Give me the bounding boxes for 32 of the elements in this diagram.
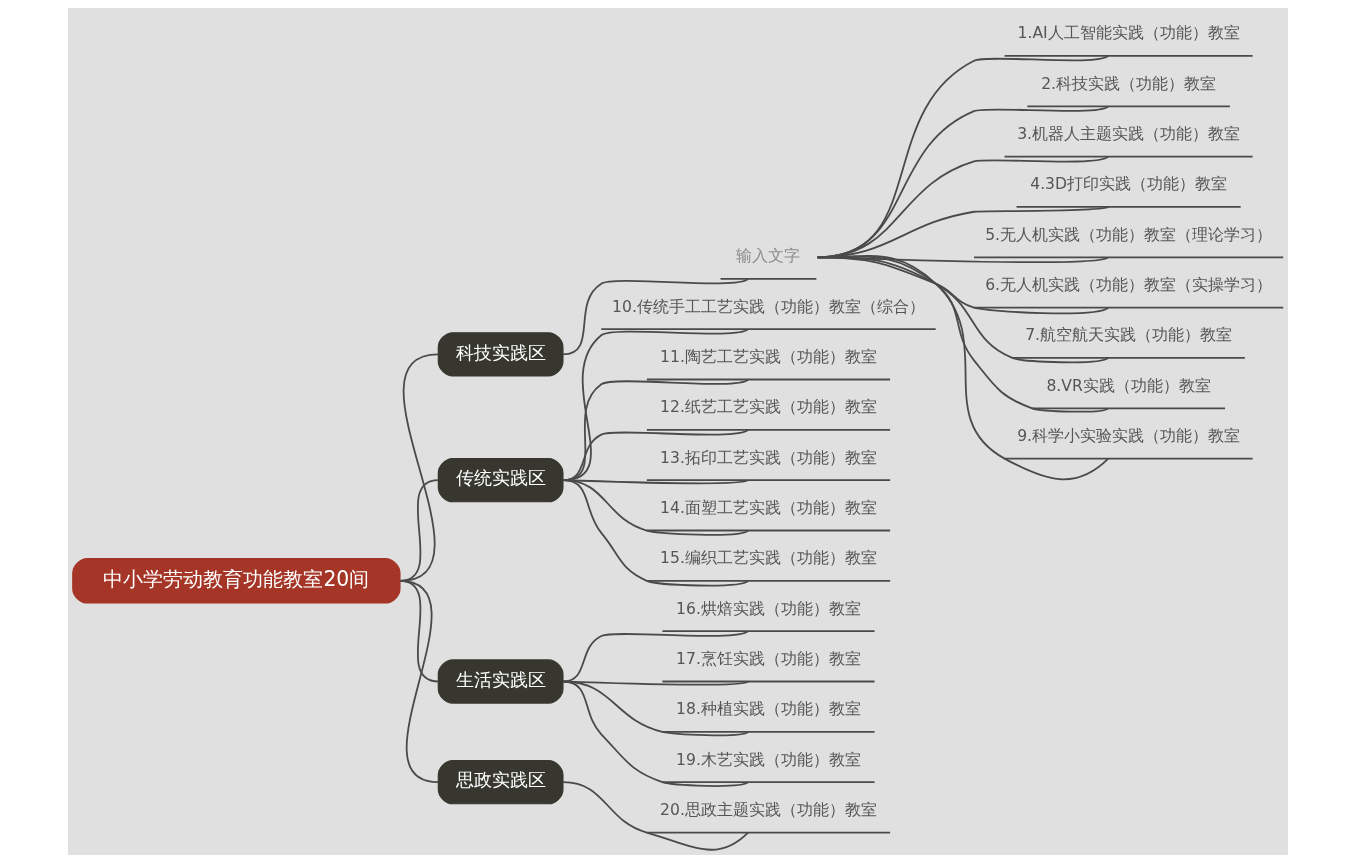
connector xyxy=(561,781,749,851)
node-text: 输入文字 xyxy=(735,247,800,266)
node-text: 7.航空航天实践（功能）教室 xyxy=(1024,326,1232,345)
node-text: 15.编织工艺实践（功能）教室 xyxy=(659,549,877,568)
connector xyxy=(561,630,749,683)
connector xyxy=(561,479,749,587)
connector xyxy=(561,680,749,787)
node-text: 10.传统手工工艺实践（功能）教室（综合） xyxy=(611,297,925,316)
node-text: 13.拓印工艺实践（功能）教室 xyxy=(659,448,877,467)
node-box: 科技实践区 xyxy=(437,332,564,377)
node-text: 4.3D打印实践（功能）教室 xyxy=(1029,175,1227,194)
node-text: 11.陶艺工艺实践（功能）教室 xyxy=(659,348,877,367)
node-text: 1.AI人工智能实践（功能）教室 xyxy=(1017,24,1240,43)
node-text: 14.面塑工艺实践（功能）教室 xyxy=(659,499,877,518)
node-box: 传统实践区 xyxy=(437,458,564,503)
node-text: 2.科技实践（功能）教室 xyxy=(1040,74,1216,93)
node-text: 3.机器人主题实践（功能）教室 xyxy=(1016,125,1240,144)
connector xyxy=(816,255,1109,481)
node-text: 6.无人机实践（功能）教室（实操学习） xyxy=(984,276,1272,295)
node-text: 20.思政主题实践（功能）教室 xyxy=(659,801,877,820)
node-text: 5.无人机实践（功能）教室（理论学习） xyxy=(984,225,1272,244)
node-text: 17.烹饪实践（功能）教室 xyxy=(675,650,861,669)
node-text: 16.烘焙实践（功能）教室 xyxy=(675,599,861,618)
node-box: 中小学劳动教育功能教室20间 xyxy=(71,558,401,604)
connector xyxy=(561,277,749,356)
node-text: 9.科学小实验实践（功能）教室 xyxy=(1016,427,1240,446)
node-box: 生活实践区 xyxy=(437,659,564,704)
node-text: 19.木艺实践（功能）教室 xyxy=(675,750,861,769)
node-text: 18.种植实践（功能）教室 xyxy=(675,700,861,719)
node-box: 思政实践区 xyxy=(437,760,564,805)
node-text: 8.VR实践（功能）教室 xyxy=(1045,376,1211,395)
node-text: 12.纸艺工艺实践（功能）教室 xyxy=(659,398,877,417)
